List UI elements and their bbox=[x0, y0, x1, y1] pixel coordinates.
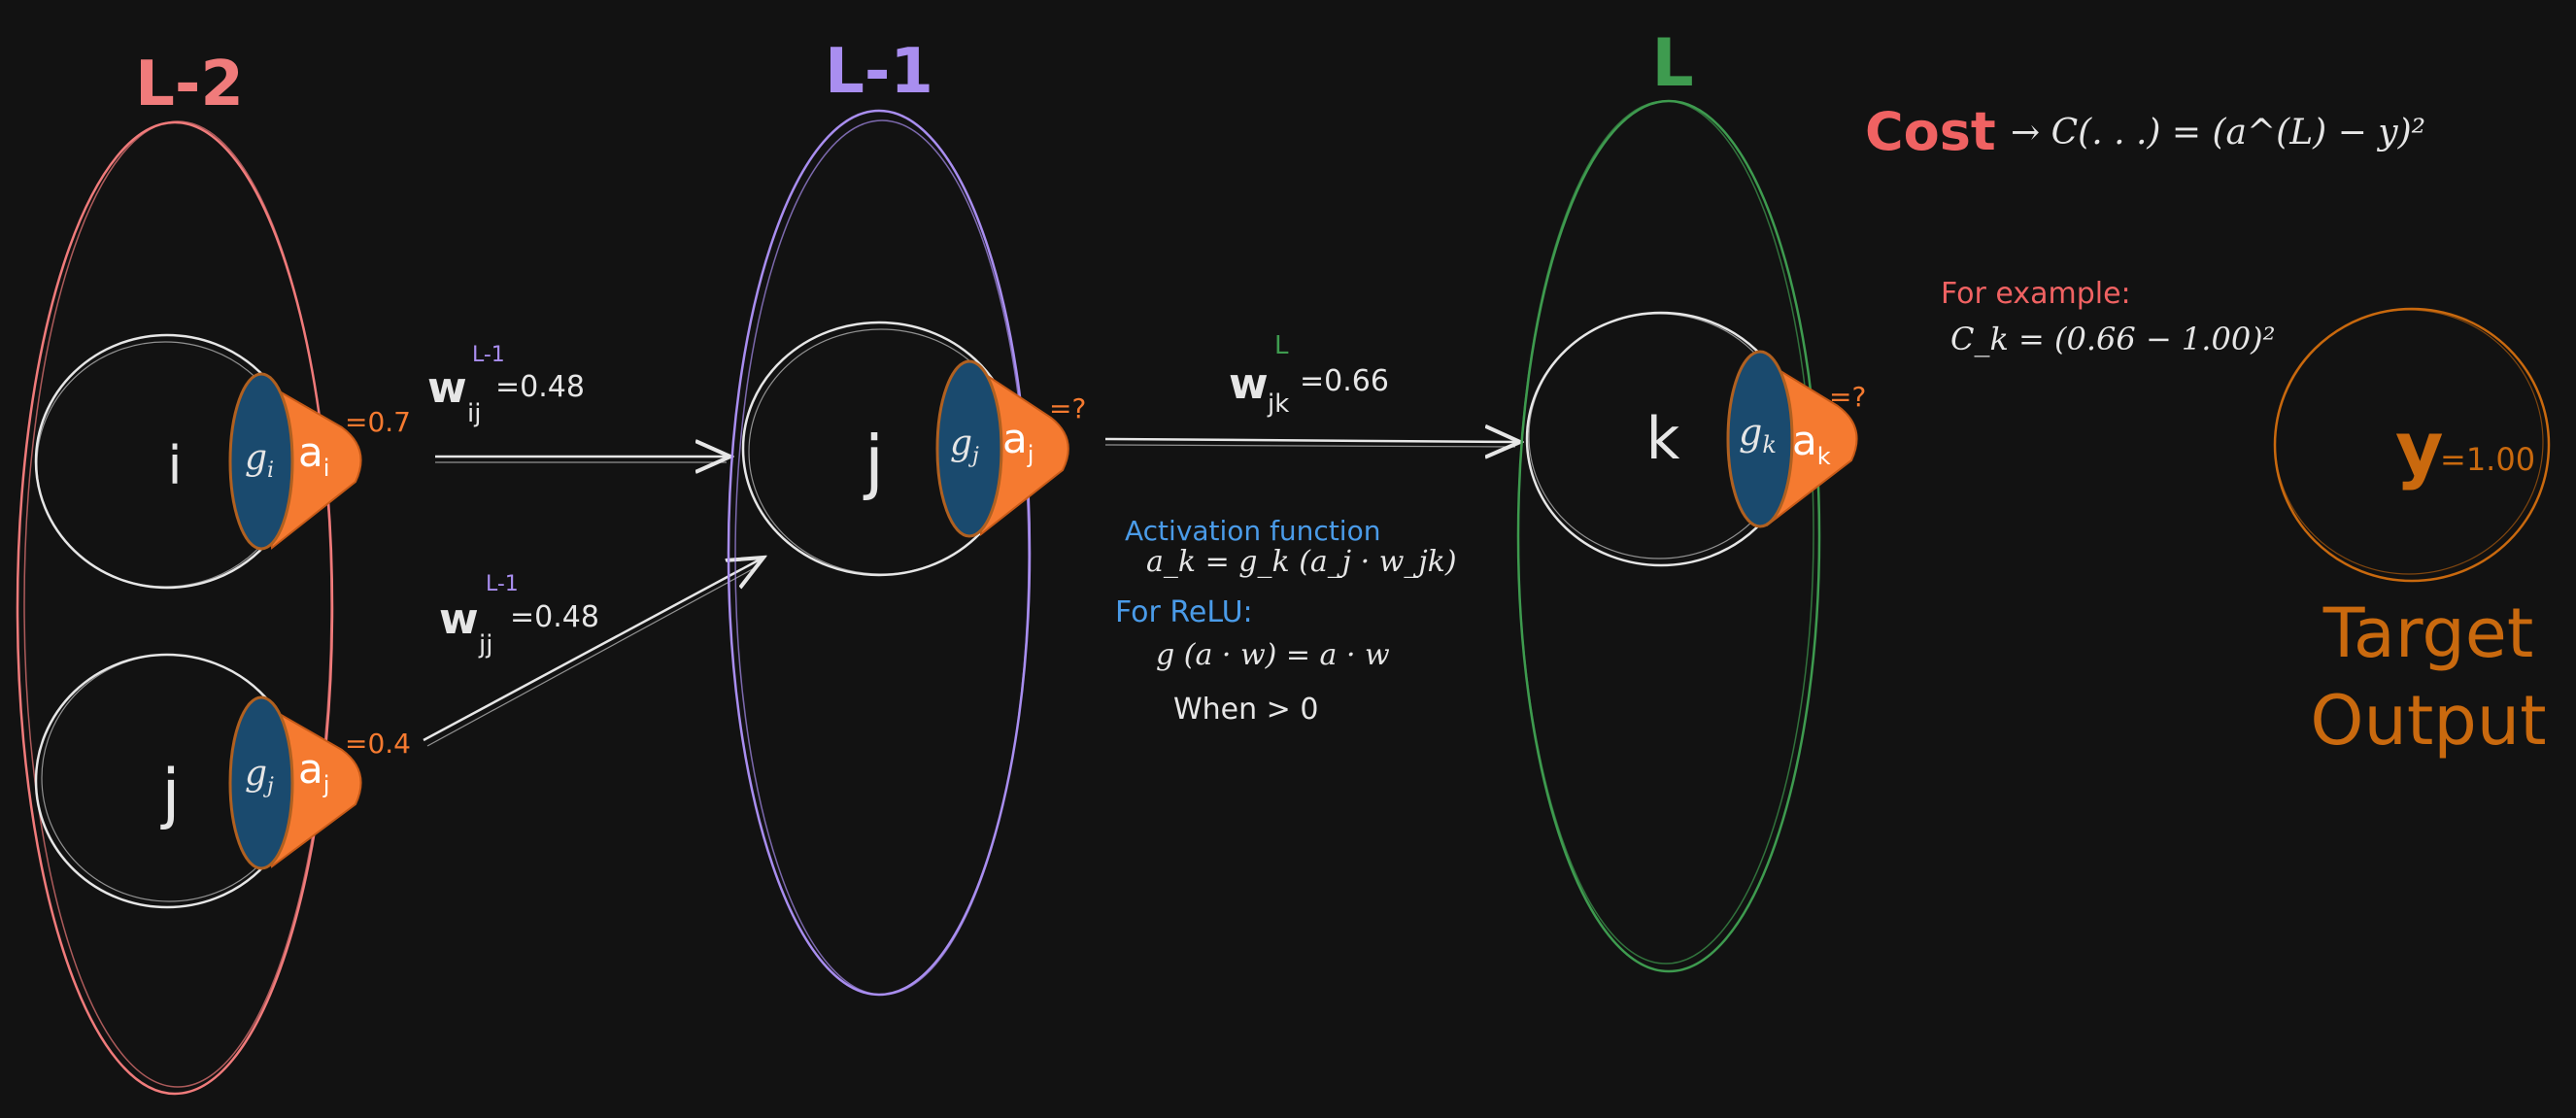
neuron-j-mid-a-text: aj bbox=[1002, 415, 1034, 468]
neuron-i-g-text: gi bbox=[245, 438, 274, 483]
layer-l: L bbox=[1516, 25, 1821, 973]
neuron-j-bottom-value: =0.4 bbox=[345, 728, 411, 760]
neuron-k-a-text: ak bbox=[1792, 417, 1831, 470]
weight-jk-value: =0.66 bbox=[1300, 364, 1389, 398]
activation-formula: a_k = g_k (a_j · w_jk) bbox=[1146, 545, 1457, 579]
neuron-i-label: i bbox=[167, 435, 182, 496]
layer-l2-ellipse bbox=[16, 120, 334, 1096]
layer-l2: L-2 bbox=[16, 49, 334, 1096]
neuron-i-a-text: ai bbox=[298, 428, 329, 482]
cost-title: Cost bbox=[1865, 101, 1996, 162]
weight-ij-sub: ij bbox=[467, 399, 481, 428]
weight-jj-sub: jj bbox=[478, 630, 492, 660]
neuron-j-bottom-a-text: aj bbox=[298, 745, 329, 798]
relu-condition: When > 0 bbox=[1173, 693, 1318, 727]
weight-jj-label: w bbox=[439, 594, 479, 644]
weight-jj-value: =0.48 bbox=[510, 600, 599, 634]
weight-jj-sup: L-1 bbox=[486, 572, 519, 596]
weight-ij: w L-1 ij =0.48 bbox=[427, 343, 585, 428]
neuron-j-mid-g-ellipse bbox=[935, 359, 1003, 538]
target-value: =1.00 bbox=[2440, 441, 2535, 478]
target-label-line2: Output bbox=[2310, 681, 2546, 761]
neuron-j-mid-g-text: gj bbox=[950, 423, 979, 468]
neuron-j-bottom-g-ellipse bbox=[228, 695, 294, 870]
neuron-j-bottom-label: j bbox=[160, 756, 181, 832]
neuron-i-value: =0.7 bbox=[345, 406, 411, 438]
neuron-k-g-text: gk bbox=[1739, 411, 1777, 458]
cost-example-title: For example: bbox=[1941, 277, 2131, 311]
weight-jk-label: w bbox=[1229, 359, 1269, 409]
activation-notes: Activation function a_k = g_k (a_j · w_j… bbox=[1115, 515, 1457, 727]
layer-l1-label: L-1 bbox=[825, 36, 933, 108]
neuron-j-bottom-g-text: gj bbox=[245, 754, 274, 798]
neuron-j-mid: j gj aj =? bbox=[741, 321, 1086, 577]
relu-formula: g (a · w) = a · w bbox=[1156, 638, 1390, 672]
neuron-j-mid-label: j bbox=[863, 421, 884, 502]
relu-title: For ReLU: bbox=[1115, 595, 1253, 629]
weight-jk: w L jk =0.66 bbox=[1229, 331, 1389, 419]
neuron-k-label: k bbox=[1646, 405, 1680, 473]
neuron-i-g-ellipse bbox=[228, 372, 294, 551]
neuron-k-value: =? bbox=[1829, 381, 1866, 413]
arrow-j-to-j-line bbox=[423, 558, 763, 742]
layer-l2-label: L-2 bbox=[135, 49, 244, 120]
arrow-j-to-j bbox=[423, 558, 763, 747]
layer-l-ellipse-sketch bbox=[1517, 100, 1814, 965]
layer-l1-ellipse-sketch bbox=[734, 119, 1030, 996]
arrow-j-to-k bbox=[1104, 439, 1520, 447]
layer-l-label: L bbox=[1651, 25, 1693, 102]
neuron-k-g-ellipse bbox=[1726, 350, 1794, 528]
weight-jk-sup: L bbox=[1274, 331, 1289, 360]
weight-ij-value: =0.48 bbox=[495, 370, 585, 404]
neuron-k: k gk ak =? bbox=[1525, 311, 1866, 567]
neuron-i: i gi ai =0.7 bbox=[34, 333, 411, 590]
cost-example-formula: C_k = (0.66 − 1.00)² bbox=[1950, 321, 2275, 357]
cost-block: Cost → C(. . .) = (a^(L) − y)² For examp… bbox=[1865, 101, 2425, 357]
neuron-j-mid-value: =? bbox=[1049, 392, 1086, 424]
arrow-i-to-j bbox=[435, 457, 730, 462]
weight-ij-label: w bbox=[427, 363, 467, 413]
target-block: y =1.00 Target Output bbox=[2273, 307, 2551, 761]
target-label-line1: Target bbox=[2322, 593, 2534, 673]
cost-formula: → C(. . .) = (a^(L) − y)² bbox=[2011, 113, 2425, 152]
layer-l1: L-1 bbox=[727, 36, 1032, 997]
layer-l2-ellipse-sketch bbox=[23, 120, 332, 1088]
weight-jk-sub: jk bbox=[1267, 390, 1289, 419]
activation-title: Activation function bbox=[1125, 515, 1380, 547]
target-symbol: y bbox=[2395, 405, 2444, 491]
neuron-j-bottom: j gj aj =0.4 bbox=[34, 653, 411, 909]
arrow-j-to-k-line bbox=[1104, 439, 1520, 442]
weight-ij-sup: L-1 bbox=[472, 343, 505, 367]
weight-jj: w L-1 jj =0.48 bbox=[439, 572, 599, 660]
target-circle-sketch bbox=[2274, 309, 2544, 575]
